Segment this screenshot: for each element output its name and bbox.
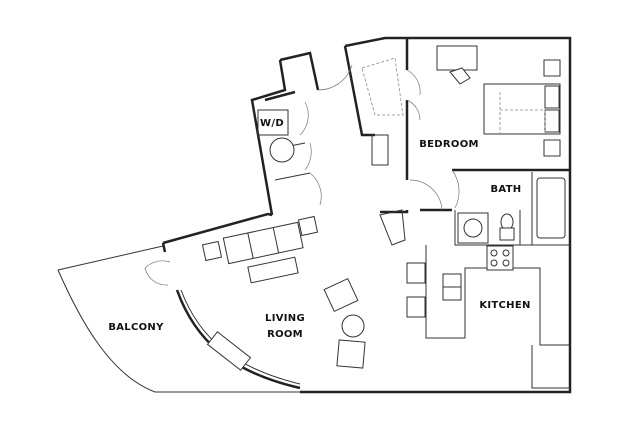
armchair xyxy=(323,277,359,313)
bathtub xyxy=(536,177,566,239)
sink xyxy=(463,218,483,238)
nightstand xyxy=(543,139,561,157)
sofa xyxy=(222,221,304,265)
side-table xyxy=(201,240,223,262)
desk xyxy=(436,45,478,71)
label-room: ROOM xyxy=(267,329,303,340)
pillow xyxy=(544,85,560,109)
label-bath: BATH xyxy=(491,184,522,195)
stove xyxy=(486,245,514,271)
toilet-tank xyxy=(499,227,515,241)
bath-fixtures xyxy=(457,177,566,244)
bar-stool xyxy=(406,262,426,284)
label-wd: W/D xyxy=(260,118,284,129)
closet-shelf xyxy=(361,57,404,116)
bar-stool xyxy=(406,296,426,318)
doors xyxy=(144,64,460,286)
nightstand xyxy=(543,59,561,77)
laundry xyxy=(257,109,295,163)
round-table xyxy=(341,314,365,338)
bedroom-furniture xyxy=(361,45,561,157)
pillow xyxy=(544,109,560,133)
label-bedroom: BEDROOM xyxy=(419,139,479,150)
armchair xyxy=(336,339,366,369)
kitchen-fixtures xyxy=(406,245,514,318)
coffee-table xyxy=(247,256,299,284)
water-heater xyxy=(269,137,295,163)
desk-chair xyxy=(449,67,471,85)
side-table xyxy=(297,215,319,237)
label-balcony: BALCONY xyxy=(108,322,164,333)
media-console xyxy=(206,331,252,371)
label-living: LIVING xyxy=(265,313,305,324)
interior-walls xyxy=(264,38,570,389)
washer-dryer xyxy=(257,109,289,136)
label-kitchen: KITCHEN xyxy=(479,300,530,311)
living-furniture xyxy=(201,215,366,371)
